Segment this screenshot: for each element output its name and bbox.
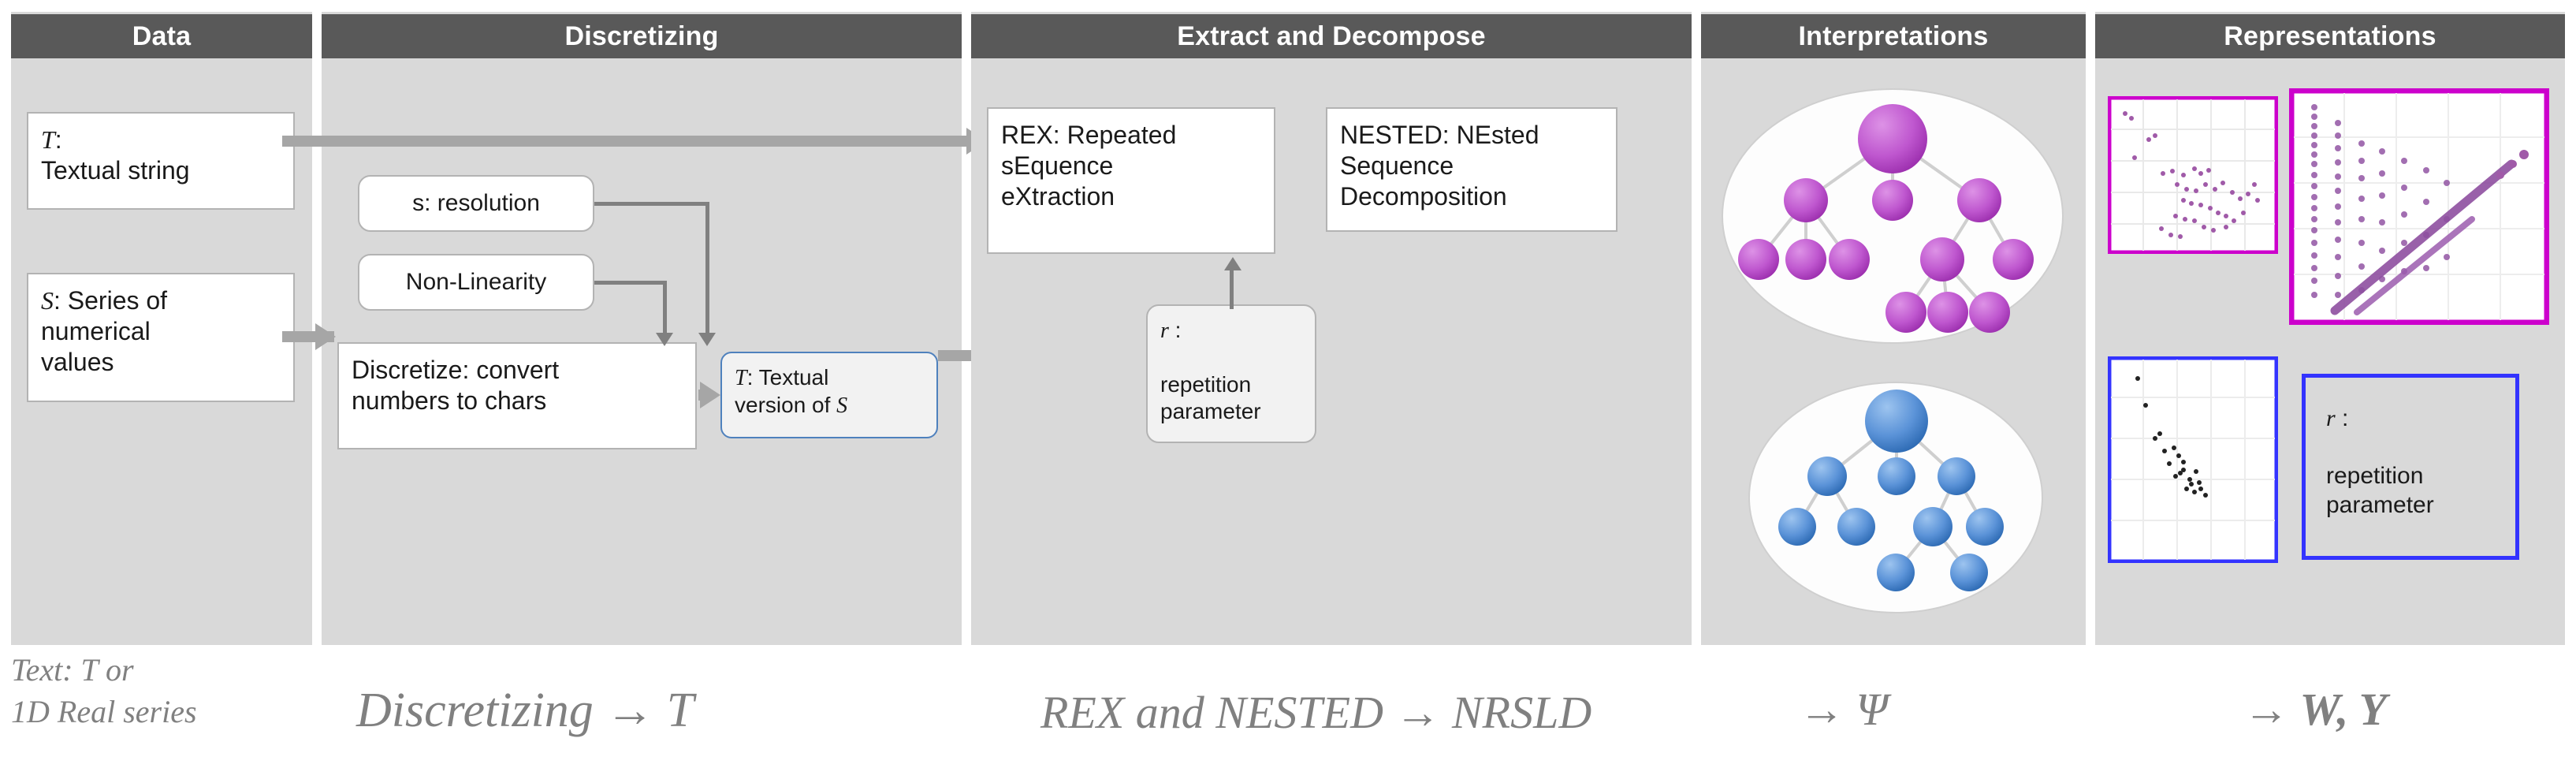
arrowhead-resolution [698,333,716,346]
column-body-discretizing: s: resolution Non-Linearity Discretize: … [322,58,962,645]
label-numerical: numerical [41,317,151,346]
column-header-interpretations: Interpretations [1701,14,2086,58]
label-rex-line2: sEquence [1001,151,1114,181]
arrowhead-nonlinearity [656,333,673,346]
connector-resolution-h [594,202,709,206]
label-values: values [41,348,114,377]
caption-data-line1: Text: T or [11,652,134,688]
label-parameter-repr: parameter [2326,491,2434,518]
symbol-T: T [41,125,55,154]
blue-tree-graph [1778,390,2004,591]
arrow-textual-to-rex [282,136,984,147]
symbol-S-version: S [836,393,848,419]
symbol-r: r [1160,319,1169,343]
label-nested-line3: Decomposition [1340,182,1507,211]
caption-extract: REX and NESTED → NRSLD [1040,687,1592,738]
box-rex-algorithm: REX: Repeated sEquence eXtraction [987,107,1275,254]
box-series-values: S: Series of numerical values [27,273,295,402]
scatter-magenta-large [2289,88,2549,325]
column-representations: Representations [2095,14,2565,645]
column-interpretations: Interpretations [1701,14,2086,645]
box-repetition-parameter-representations: r : repetition parameter [2302,374,2519,560]
pipeline-diagram: Data T: Textual string S: Series of nume… [11,14,2565,645]
arrowhead-series-to-discretize [315,323,336,350]
box-textual-version: T: Textual version of S [720,352,938,438]
label-rex-line3: eXtraction [1001,182,1115,211]
connector-nonlinearity-h [594,281,667,285]
box-discretize-process: Discretize: convert numbers to chars [337,342,697,449]
purple-tree-graph [1738,104,2034,333]
column-body-representations: r : repetition parameter [2095,58,2565,645]
column-data: Data T: Textual string S: Series of nume… [11,14,312,645]
connector-nonlinearity-v [663,281,667,334]
symbol-T-version: T [735,366,747,390]
colon-r: : [1168,318,1182,342]
label-repetition: repetition [1160,372,1252,397]
connector-r-to-rex [1230,270,1234,309]
column-header-data: Data [11,14,312,58]
column-header-discretizing: Discretizing [322,14,962,58]
connector-resolution-v [705,202,709,334]
colon-T: : [54,125,62,154]
caption-representations: → W, Y [2243,684,2388,735]
box-nested-algorithm: NESTED: NEsted Sequence Decomposition [1326,107,1617,232]
colon-r-repr: : [2335,405,2349,431]
symbol-r-repr: r [2326,405,2336,431]
box-resolution-param: s: resolution [358,175,594,232]
column-header-extract: Extract and Decompose [971,14,1692,58]
scatter-blue-small [2108,356,2278,563]
label-textual-string: Textual string [41,156,190,185]
column-header-representations: Representations [2095,14,2565,58]
caption-row: Text: T or 1D Real series Discretizing →… [0,648,2576,768]
label-textual: : Textual [746,365,829,390]
column-body-data: T: Textual string S: Series of numerical… [11,58,312,645]
label-discretize-line2: numbers to chars [352,386,547,416]
column-discretizing: Discretizing s: resolution Non-Linearity… [322,14,962,645]
column-body-interpretations [1701,58,2086,645]
box-nonlinearity-param: Non-Linearity [358,254,594,311]
arrowhead-discretize-to-textual [700,382,720,408]
label-nested-line2: Sequence [1340,151,1454,181]
symbol-S: S [41,286,54,315]
label-nested-line1: NESTED: NEsted [1340,121,1539,149]
box-textual-string: T: Textual string [27,112,295,210]
caption-data: Text: T or 1D Real series [11,650,197,733]
scatter-magenta-small [2108,96,2278,254]
label-parameter: parameter [1160,399,1261,424]
box-repetition-parameter: r : repetition parameter [1146,304,1316,443]
arrowhead-r-to-rex [1224,257,1241,270]
label-repetition-repr: repetition [2326,463,2424,490]
column-body-extract: REX: Repeated sEquence eXtraction NESTED… [971,58,1692,645]
column-extract-decompose: Extract and Decompose REX: Repeated sEqu… [971,14,1692,645]
label-series-of: : Series of [54,286,168,315]
caption-data-line2: 1D Real series [11,693,197,729]
label-rex-line1: REX: Repeated [1001,121,1177,149]
caption-interpretations: → Ψ [1799,684,1889,735]
label-version-of: version of [735,393,837,418]
label-discretize-line1: Discretize: convert [352,356,560,384]
caption-discretizing: Discretizing → T [356,684,694,737]
